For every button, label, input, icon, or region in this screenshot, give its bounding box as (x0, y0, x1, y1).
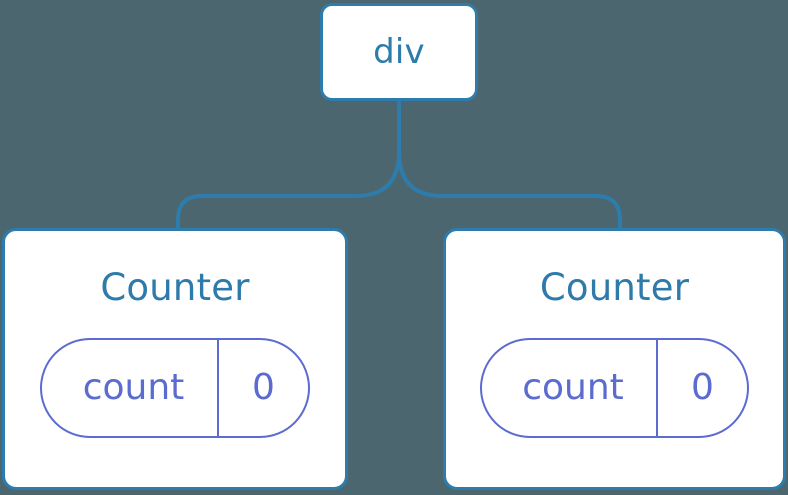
connector-right (397, 99, 622, 234)
node-div[interactable]: div (320, 3, 478, 101)
state-pill[interactable]: count 0 (40, 338, 310, 438)
state-value: 0 (656, 340, 747, 436)
node-counter-0[interactable]: Counter count 0 (2, 228, 348, 490)
state-pill[interactable]: count 0 (480, 338, 749, 438)
state-key: count (522, 367, 624, 408)
component-title: Counter (100, 266, 250, 309)
state-key: count (82, 367, 185, 408)
node-div-label: div (373, 32, 425, 72)
component-title: Counter (539, 266, 690, 309)
state-value: 0 (217, 340, 308, 436)
connector-left (176, 99, 401, 234)
node-counter-1[interactable]: Counter count 0 (443, 228, 786, 490)
